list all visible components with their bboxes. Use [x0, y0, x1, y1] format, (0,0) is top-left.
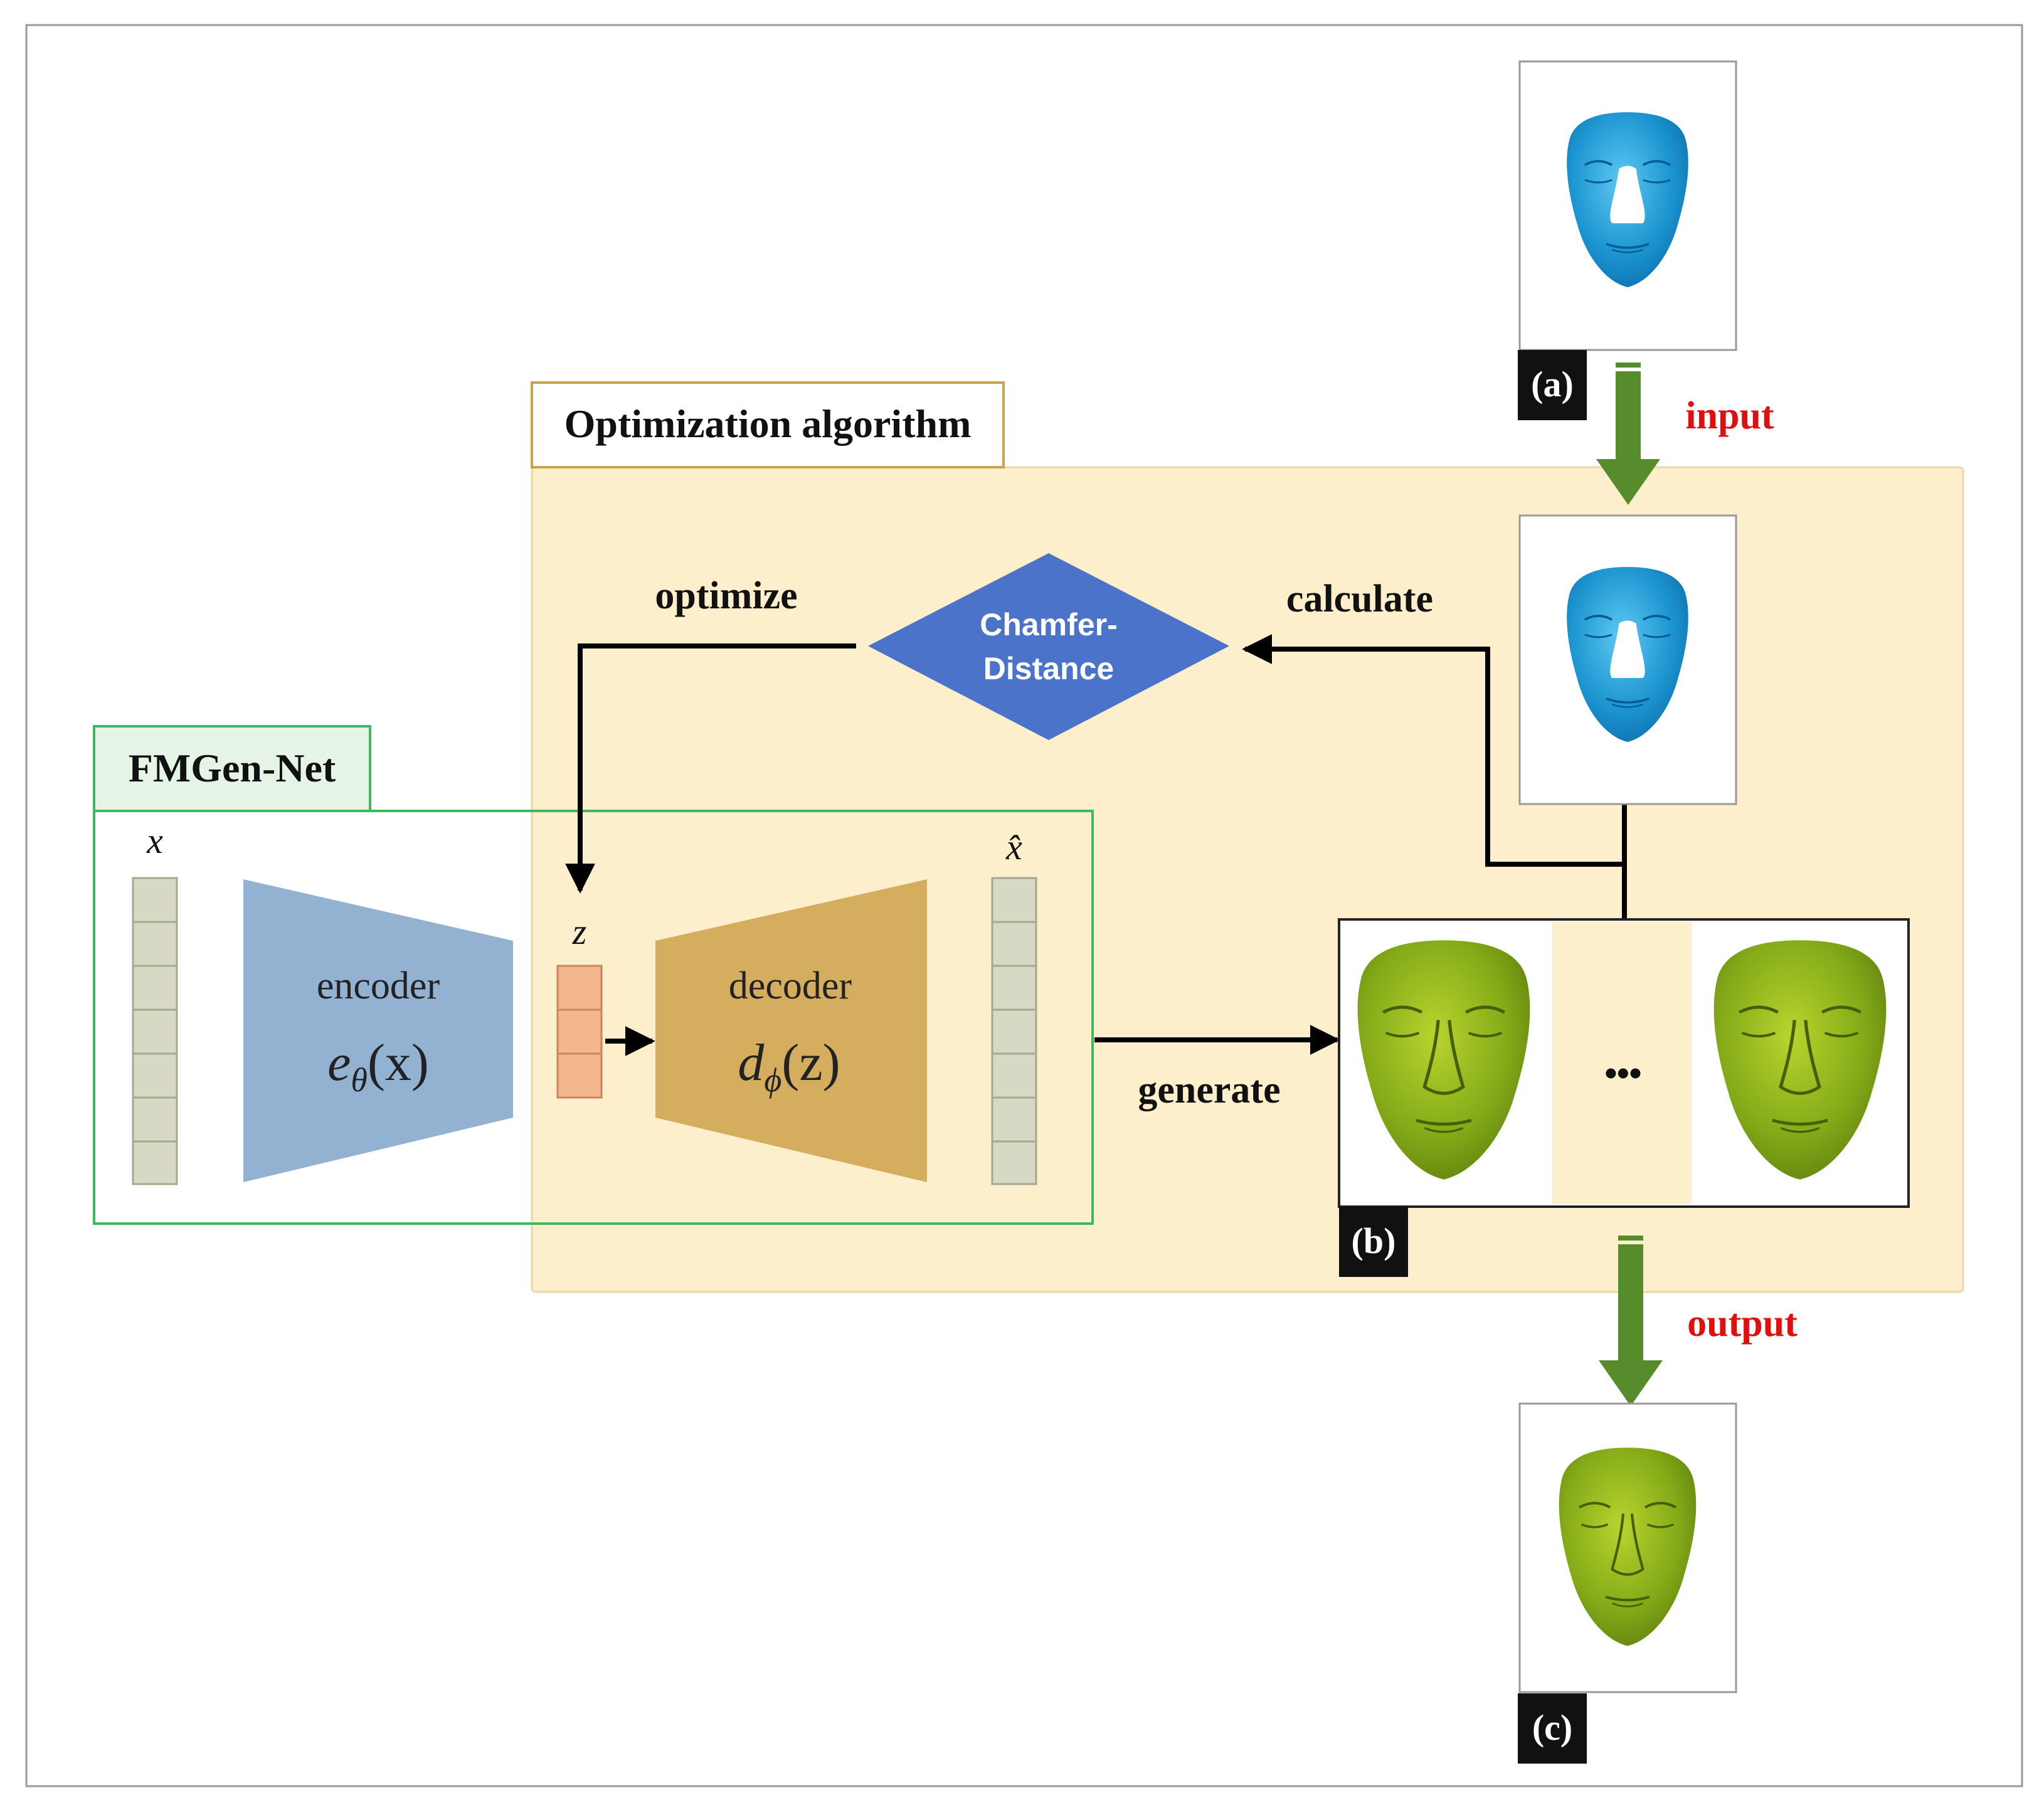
optimization-label-box: [531, 381, 1005, 468]
optimize-arrow: [565, 643, 856, 894]
input-vector-x: [132, 877, 178, 1185]
generated-faces-gap: [1552, 922, 1692, 1204]
tag-b: (b): [1352, 1220, 1396, 1261]
latent-vector-z: [556, 965, 603, 1099]
decoder-function: dϕ(z): [738, 1034, 840, 1099]
tag-b-box: [1339, 1207, 1408, 1277]
x-symbol: x: [146, 820, 163, 861]
fmgen-net-frame: [93, 810, 1094, 1225]
tag-a: (a): [1531, 364, 1574, 405]
z-symbol: z: [572, 911, 587, 952]
chamfer-distance-diamond: [868, 553, 1229, 740]
optimize-label: optimize: [655, 574, 797, 617]
output-arrow: [1599, 1236, 1663, 1406]
tag-a-box: [1518, 350, 1587, 420]
output-label: output: [1687, 1302, 1798, 1345]
x-hat-symbol: x̂: [1005, 827, 1022, 867]
fmgen-title: FMGen-Net: [129, 746, 336, 790]
calculate-label: calculate: [1286, 578, 1433, 620]
outer-frame: [25, 24, 2023, 1787]
fmgen-label-box: [93, 725, 371, 812]
decoder-label: decoder: [729, 965, 852, 1007]
encoder-function: eθ(x): [327, 1034, 429, 1099]
encoder-label: encoder: [317, 965, 440, 1007]
input-label: input: [1685, 394, 1774, 437]
calculate-arrow: [1242, 634, 1627, 867]
tag-c-box: [1518, 1693, 1587, 1764]
chamfer-label-line2: Distance: [983, 651, 1114, 686]
ellipsis: •••: [1605, 1053, 1642, 1093]
decoder-block: [655, 879, 927, 1182]
optimization-title: Optimization algorithm: [564, 401, 972, 446]
chamfer-label-line1: Chamfer-: [980, 607, 1117, 642]
encoder-block: [243, 879, 513, 1182]
input-arrow: [1596, 363, 1660, 505]
tag-c: (c): [1532, 1707, 1572, 1748]
generate-label: generate: [1138, 1069, 1280, 1111]
output-vector-x-hat: [991, 877, 1037, 1185]
